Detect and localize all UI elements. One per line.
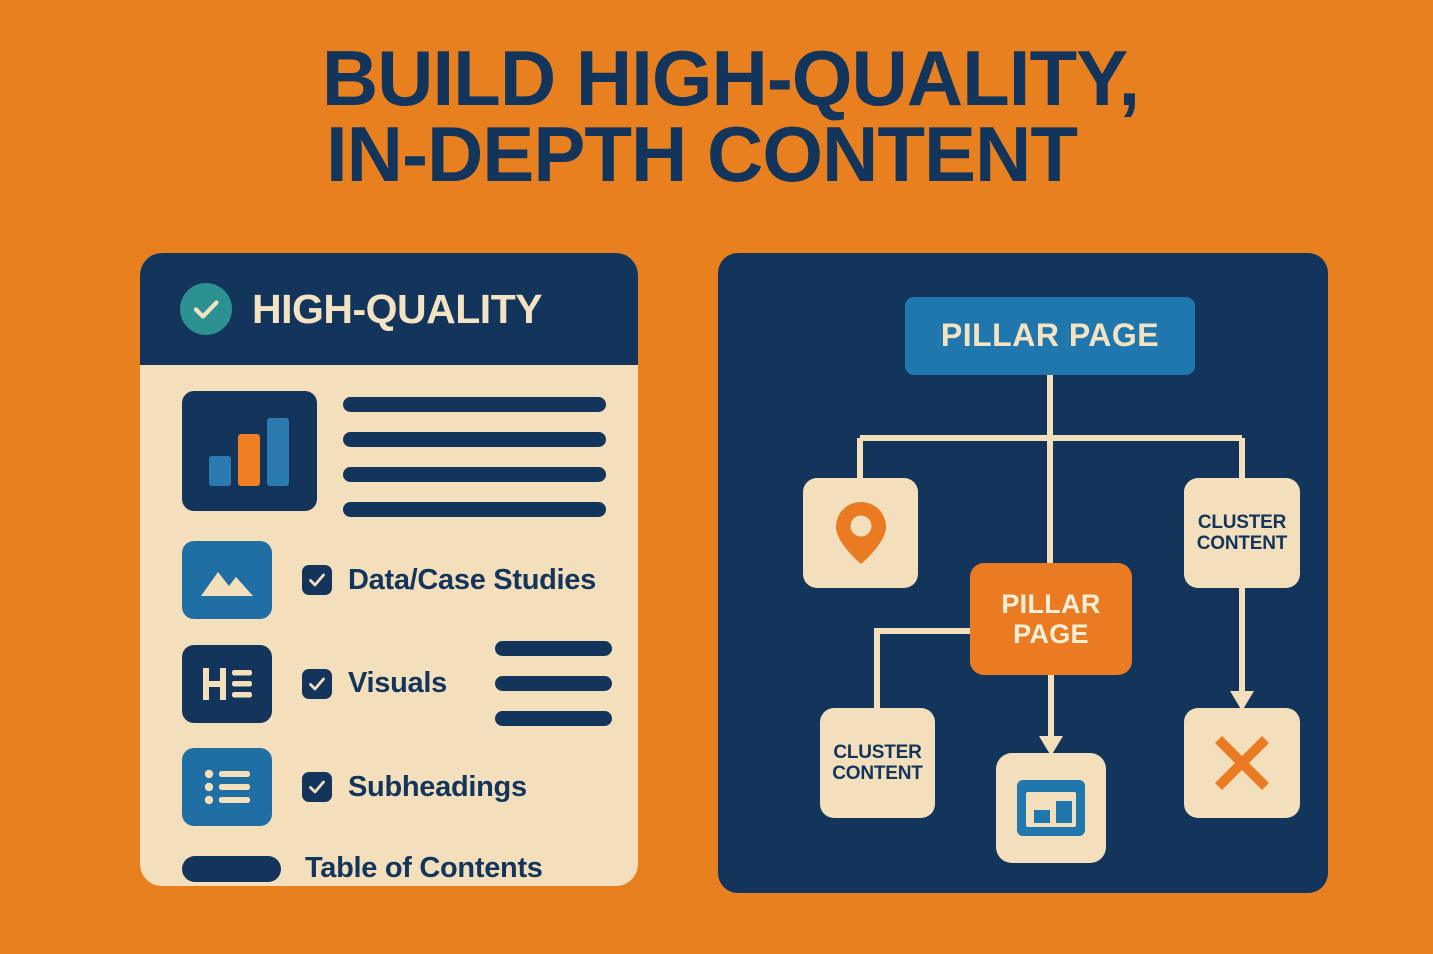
chart-row [140,391,638,517]
table-of-contents-label: Table of Contents [305,852,543,884]
visuals-text-lines [494,641,612,726]
text-line [343,432,606,447]
card-body: Data/Case Studies Visuals [140,365,638,885]
checkbox-data-case-studies[interactable] [302,565,332,595]
checklist-label: Visuals [348,667,447,699]
page-title: BUILD HIGH-QUALITY, IN-DEPTH CONTENT [0,34,1433,199]
node-pillar-page-mid[interactable]: PILLAR PAGE [970,563,1132,675]
chart-text-lines [343,391,606,517]
pill-bar-icon [182,855,281,882]
diagram-connectors [857,375,1254,756]
table-of-contents-row[interactable]: Table of Contents [140,852,638,885]
text-line [494,641,612,656]
location-pin-icon [835,502,886,564]
node-label: CLUSTER CONTENT [1196,511,1288,554]
node-label: PILLAR PAGE [940,317,1160,354]
node-window-dashboard[interactable] [996,753,1106,863]
arrowhead-icon [1039,736,1063,756]
x-close-icon [1215,736,1269,790]
text-line [343,502,606,517]
page-title-line-1: BUILD HIGH-QUALITY, [321,34,1140,122]
image-icon [182,541,272,619]
heading-icon [182,644,272,723]
arrowhead-icon [1230,691,1254,711]
node-label: PILLAR PAGE [1001,588,1101,649]
node-pillar-page-top[interactable]: PILLAR PAGE [905,297,1195,375]
node-cluster-content-left[interactable]: CLUSTER CONTENT [820,708,935,818]
checkbox-subheadings[interactable] [302,772,332,802]
text-line [494,676,612,691]
diagram: PILLAR PAGE CLUSTER CONTENT PILLAR PAGE … [718,253,1328,893]
text-line [343,397,606,412]
page-title-line-2: IN-DEPTH CONTENT [326,110,1078,199]
text-line [343,467,606,482]
checkbox-visuals[interactable] [302,668,332,699]
pillar-cluster-diagram-panel: PILLAR PAGE CLUSTER CONTENT PILLAR PAGE … [718,253,1328,893]
card-title: HIGH-QUALITY [252,285,543,332]
bar-chart-icon [182,391,317,511]
card-header: HIGH-QUALITY [140,253,638,365]
window-dashboard-icon [1017,780,1085,836]
checklist-row-data-case-studies[interactable]: Data/Case Studies [140,541,638,619]
checklist-row-visuals[interactable]: Visuals [140,641,638,726]
node-location-pin[interactable] [803,478,918,588]
text-line [494,711,612,726]
checklist-label: Subheadings [348,770,527,803]
check-circle-icon [180,283,232,335]
high-quality-card: HIGH-QUALITY [140,253,638,886]
checklist-label: Data/Case Studies [348,563,596,596]
node-cluster-content-right[interactable]: CLUSTER CONTENT [1184,478,1300,588]
checklist-row-subheadings[interactable]: Subheadings [140,748,638,826]
node-label: CLUSTER CONTENT [832,741,923,784]
node-x-mark[interactable] [1184,708,1300,818]
bulleted-list-icon [182,748,272,826]
